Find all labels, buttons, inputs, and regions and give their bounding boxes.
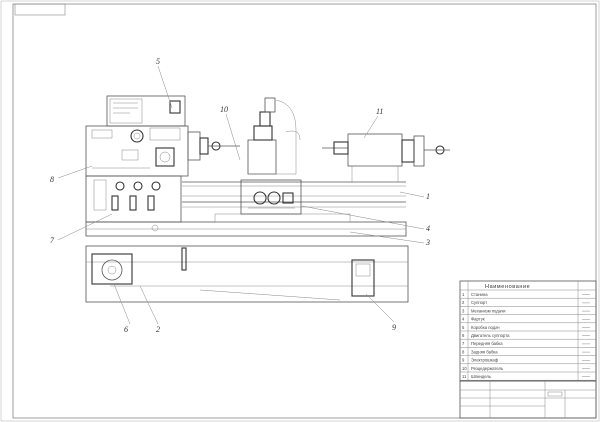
callout-3: 3 bbox=[425, 238, 430, 247]
top-left-stamp-box bbox=[14, 3, 66, 16]
spec-row-number: 1 bbox=[462, 292, 465, 297]
spec-row-name: Фартук bbox=[471, 317, 485, 322]
sheet-inner-frame bbox=[12, 3, 597, 419]
spec-row-name: Коробка подач bbox=[471, 325, 500, 330]
callout-10: 10 bbox=[220, 105, 228, 114]
spec-row-name: Задняя бабка bbox=[471, 349, 498, 354]
title-block bbox=[459, 380, 597, 419]
callout-labels: 5 10 11 8 1 4 3 7 6 2 9 bbox=[50, 57, 430, 334]
callout-11: 11 bbox=[376, 107, 383, 116]
spec-row-name: Передняя бабка bbox=[471, 341, 503, 346]
spec-row-number: 7 bbox=[462, 341, 465, 346]
spec-row-number: 6 bbox=[462, 333, 465, 338]
callout-6: 6 bbox=[124, 325, 128, 334]
motor-housing bbox=[91, 253, 133, 285]
spec-row-name: Резцедержатель bbox=[471, 366, 504, 371]
lathe-base bbox=[85, 245, 409, 303]
spec-row-number: 10 bbox=[462, 366, 467, 371]
callout-leaders bbox=[57, 65, 425, 325]
spec-row-name: Двигатель суппорта bbox=[471, 333, 510, 338]
callout-5: 5 bbox=[156, 57, 160, 66]
spec-row-number: 4 bbox=[462, 317, 465, 322]
spec-row-number: 2 bbox=[462, 300, 465, 305]
spec-row-number: 3 bbox=[462, 308, 465, 313]
spec-table-header: Наименование bbox=[485, 284, 530, 290]
spec-row-name: Станина bbox=[471, 292, 488, 297]
callout-4: 4 bbox=[426, 224, 430, 233]
apron bbox=[240, 179, 302, 215]
spec-row-name: Электрошкаф bbox=[471, 358, 499, 363]
spec-row-name: Суппорт bbox=[471, 300, 487, 305]
specification-table: Наименование 1 Станина 2 Суппорт 3 Механизм п… bbox=[459, 280, 597, 382]
callout-9: 9 bbox=[392, 323, 396, 332]
callout-8: 8 bbox=[50, 175, 54, 184]
spec-row-name: Шпиндель bbox=[471, 374, 492, 379]
spec-table-rows: 1 Станина 2 Суппорт 3 Механизм подачи 4 Фартук 5… bbox=[460, 292, 596, 381]
callout-1: 1 bbox=[426, 192, 430, 201]
spec-row-name: Механизм подачи bbox=[471, 308, 506, 313]
spec-row-number: 11 bbox=[462, 374, 467, 379]
lathe-assembly-drawing bbox=[85, 95, 450, 303]
callout-7: 7 bbox=[50, 236, 55, 245]
callout-2: 2 bbox=[156, 325, 160, 334]
spec-row-number: 5 bbox=[462, 325, 465, 330]
spec-row-number: 8 bbox=[462, 349, 465, 354]
coolant-pump bbox=[351, 259, 375, 297]
spec-row-number: 9 bbox=[462, 358, 465, 363]
